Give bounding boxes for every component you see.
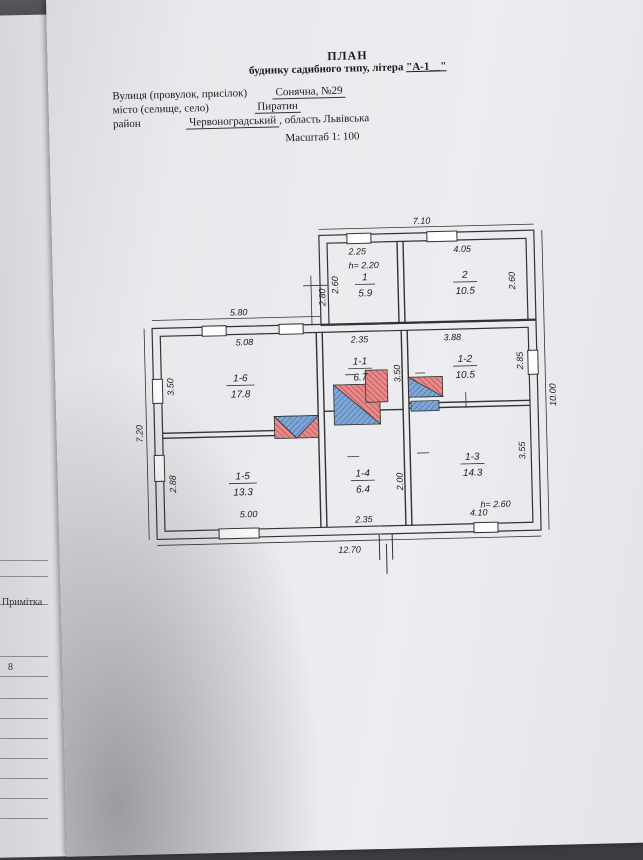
dim-225: 2.25 <box>347 246 367 256</box>
svg-text:1-5: 1-5 <box>235 471 250 482</box>
svg-text:13.3: 13.3 <box>233 487 253 498</box>
room-1: 1 5.9 <box>355 272 376 299</box>
room-1-6: 1-6 17.8 <box>226 373 255 401</box>
svg-text:5.9: 5.9 <box>358 288 373 299</box>
dim-388: 3.88 <box>443 332 461 342</box>
room-1-5: 1-5 13.3 <box>229 471 258 499</box>
svg-text:10.5: 10.5 <box>455 370 475 381</box>
room-1-3: 1-3 14.3 <box>460 451 485 479</box>
svg-text:1-4: 1-4 <box>355 468 370 479</box>
dim-500: 5.00 <box>240 509 258 519</box>
dim-235b: 2.35 <box>354 514 374 524</box>
city-value: Пиратин <box>254 100 301 114</box>
room-2: 2 10.5 <box>453 270 478 298</box>
region-value: , область Львівська <box>279 112 369 126</box>
svg-text:1-3: 1-3 <box>465 452 480 463</box>
street-row: Вулиця (провулок, присілок) Сонячна, №29 <box>112 85 346 103</box>
svg-text:6.7: 6.7 <box>353 372 368 383</box>
svg-text:1-2: 1-2 <box>458 354 473 365</box>
dim-355: 3.55 <box>517 441 527 460</box>
dim-350b: 3.50 <box>392 365 402 383</box>
svg-text:10.5: 10.5 <box>455 286 475 297</box>
dim-285: 2.85 <box>515 351 525 371</box>
dim-overall-top: 7.10 <box>413 216 431 226</box>
room-1-4: 1-4 6.4 <box>351 468 376 496</box>
street-value: Сонячна, №29 <box>272 85 345 100</box>
height-annex: h= 2.20 <box>348 260 379 271</box>
dim-580: 5.80 <box>230 307 248 317</box>
dim-235a: 2.35 <box>350 334 370 344</box>
dim-260b: 2.60 <box>507 272 517 291</box>
dim-overall-left: 7.20 <box>134 425 144 443</box>
district-value: Червоноградський <box>186 114 279 129</box>
underlying-note-label: Примітка <box>2 597 42 608</box>
scale-label: Масштаб 1: 100 <box>285 130 359 144</box>
dim-280: 2.80 <box>317 288 327 307</box>
dim-260a: 2.60 <box>330 276 340 295</box>
svg-text:14.3: 14.3 <box>463 467 483 478</box>
dim-288: 2.88 <box>168 475 178 494</box>
svg-text:6.4: 6.4 <box>356 484 371 495</box>
street-label: Вулиця (провулок, присілок) <box>112 87 247 102</box>
svg-text:1-1: 1-1 <box>353 356 368 367</box>
room-1-2: 1-2 10.5 <box>453 354 478 382</box>
dim-overall-right: 10.00 <box>548 383 559 406</box>
floor-plan: 7.10 2.25 4.05 5.80 5.08 2.35 3.88 5.00 … <box>51 207 643 642</box>
svg-text:1-6: 1-6 <box>233 373 248 384</box>
dim-200: 2.00 <box>395 473 405 492</box>
height-main: h= 2.60 <box>480 499 511 510</box>
subtitle-prefix: будинку садибного типу, літера <box>249 61 404 77</box>
subtitle-litera: "А-1__" <box>406 60 447 73</box>
document-page: ПЛАН будинку садибного типу, літера "А-1… <box>46 0 643 857</box>
dim-405: 4.05 <box>453 244 472 254</box>
svg-text:1: 1 <box>362 272 368 283</box>
dim-overall-bottom: 12.70 <box>338 544 361 555</box>
dim-508: 5.08 <box>236 337 254 347</box>
dim-350a: 3.50 <box>165 378 175 396</box>
district-label: район <box>113 118 141 131</box>
underlying-number: 8 <box>8 662 13 673</box>
svg-text:2: 2 <box>461 270 468 281</box>
city-label: місто (селище, село) <box>113 102 209 116</box>
svg-text:17.8: 17.8 <box>231 389 251 400</box>
